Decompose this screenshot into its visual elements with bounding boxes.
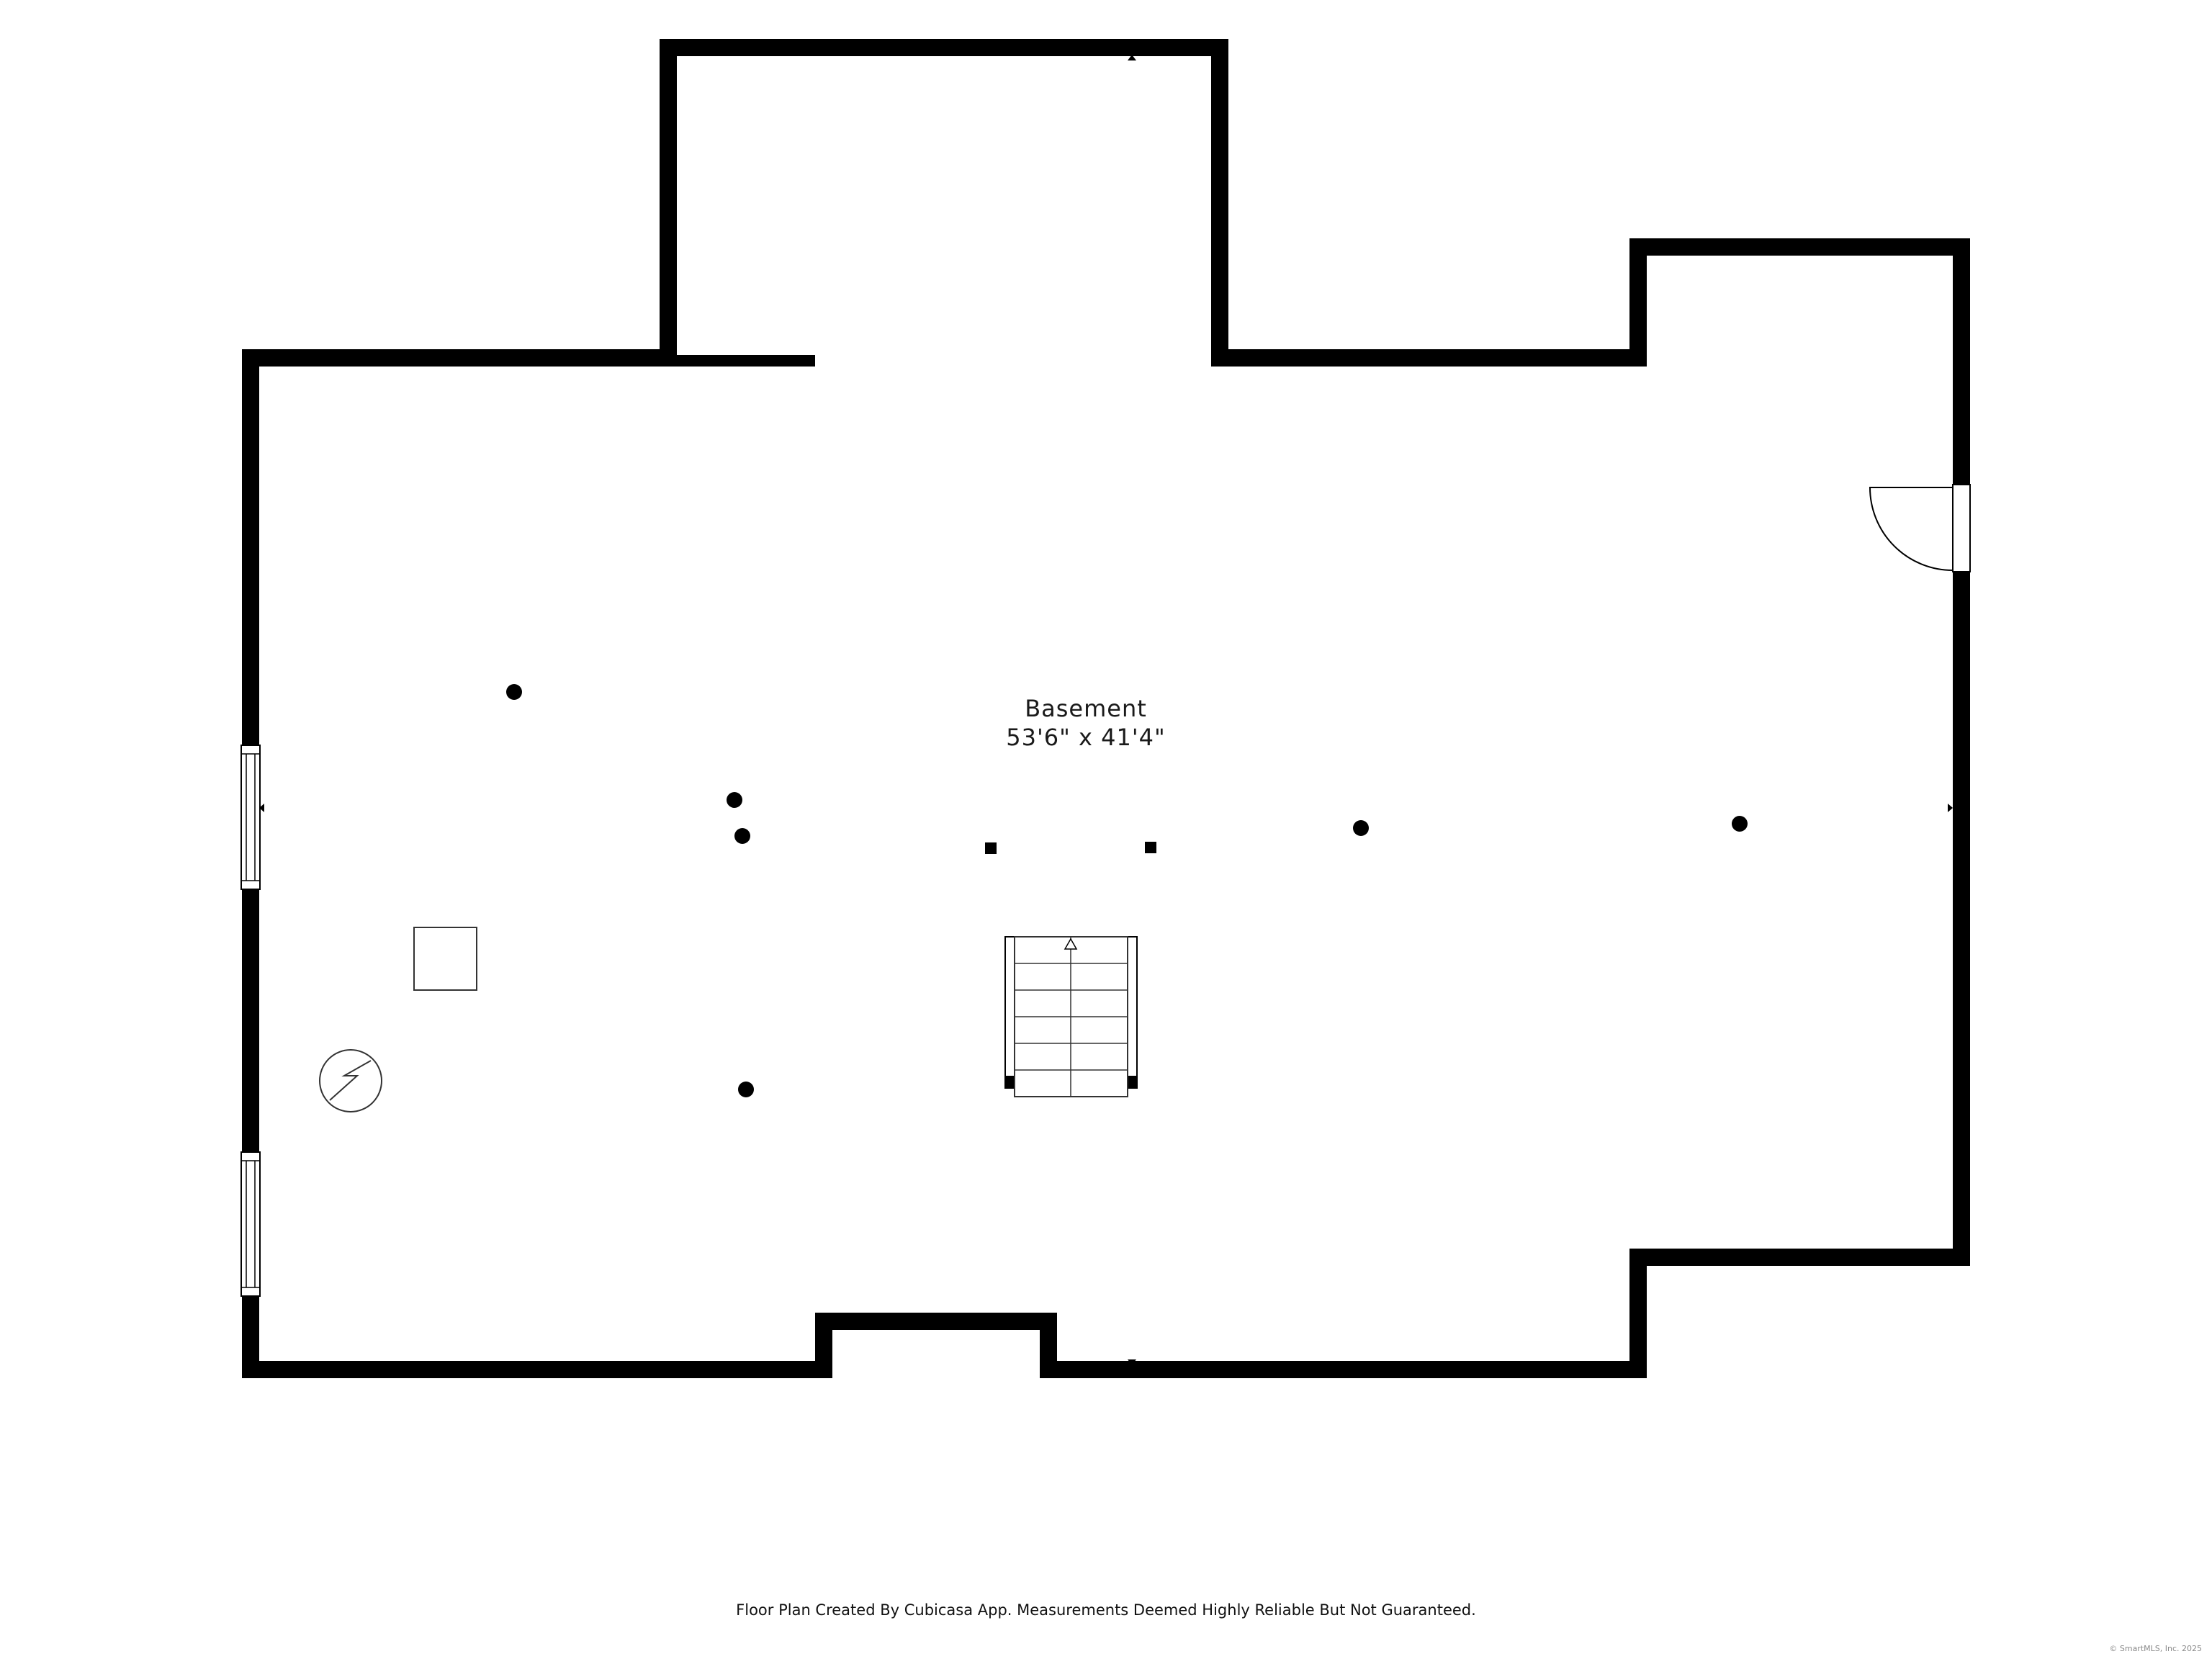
staircase	[1004, 936, 1138, 1097]
square-post	[985, 842, 997, 854]
floor-plan-disclaimer: Floor Plan Created By Cubicasa App. Meas…	[736, 1601, 1476, 1619]
room-name-basement: Basement	[1025, 695, 1147, 722]
stair-direction-arrow-icon	[1064, 938, 1078, 950]
room-dimensions: 53'6" x 41'4"	[1006, 724, 1166, 751]
wall-marker-left	[259, 804, 264, 812]
window-left-upper	[240, 745, 261, 890]
door-right	[1869, 484, 1971, 572]
support-post	[738, 1082, 754, 1097]
support-post	[1353, 820, 1369, 836]
electrical-panel-icon	[319, 1049, 382, 1112]
wall-marker-right	[1948, 804, 1953, 812]
support-post	[1732, 816, 1748, 832]
support-post	[734, 828, 750, 844]
support-post	[506, 684, 522, 700]
window-left-lower	[240, 1151, 261, 1297]
square-post	[1145, 842, 1156, 853]
copyright-notice: © SmartMLS, Inc. 2025	[2109, 1644, 2202, 1653]
wall-marker-top	[1128, 55, 1136, 60]
interior-wall-stub	[660, 355, 815, 367]
appliance-box	[413, 927, 477, 991]
support-post	[727, 792, 742, 808]
wall-marker-bottom	[1128, 1359, 1136, 1365]
exterior-wall	[242, 39, 1970, 1378]
